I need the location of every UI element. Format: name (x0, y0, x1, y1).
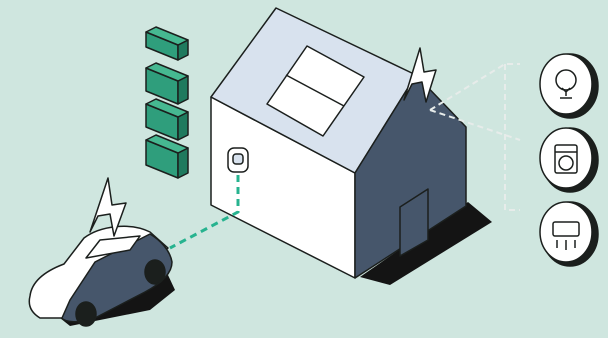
lightning-bolt-icon (89, 177, 127, 237)
house-door (399, 188, 429, 257)
battery-module-icon (145, 98, 189, 141)
appliance-connector-lines (429, 63, 521, 211)
air-conditioner-icon (539, 201, 599, 267)
charger-cable-connector (169, 175, 240, 250)
battery-module-icon (145, 62, 189, 105)
car-wheel-front (144, 259, 166, 285)
lightning-bolt-icon (403, 47, 437, 103)
car-window (85, 235, 141, 259)
battery-module-icon (145, 26, 189, 61)
washing-machine-icon (539, 127, 599, 193)
light-bulb-icon (539, 53, 599, 119)
solar-panel (266, 45, 365, 137)
battery-stack (145, 26, 189, 179)
house (210, 7, 467, 279)
house-side-wall (354, 74, 467, 279)
electric-car (28, 225, 175, 327)
wall-charger-icon (227, 147, 249, 173)
battery-module-icon (145, 134, 189, 179)
car-wheel-rear (75, 301, 97, 327)
house-shadow (360, 202, 492, 285)
